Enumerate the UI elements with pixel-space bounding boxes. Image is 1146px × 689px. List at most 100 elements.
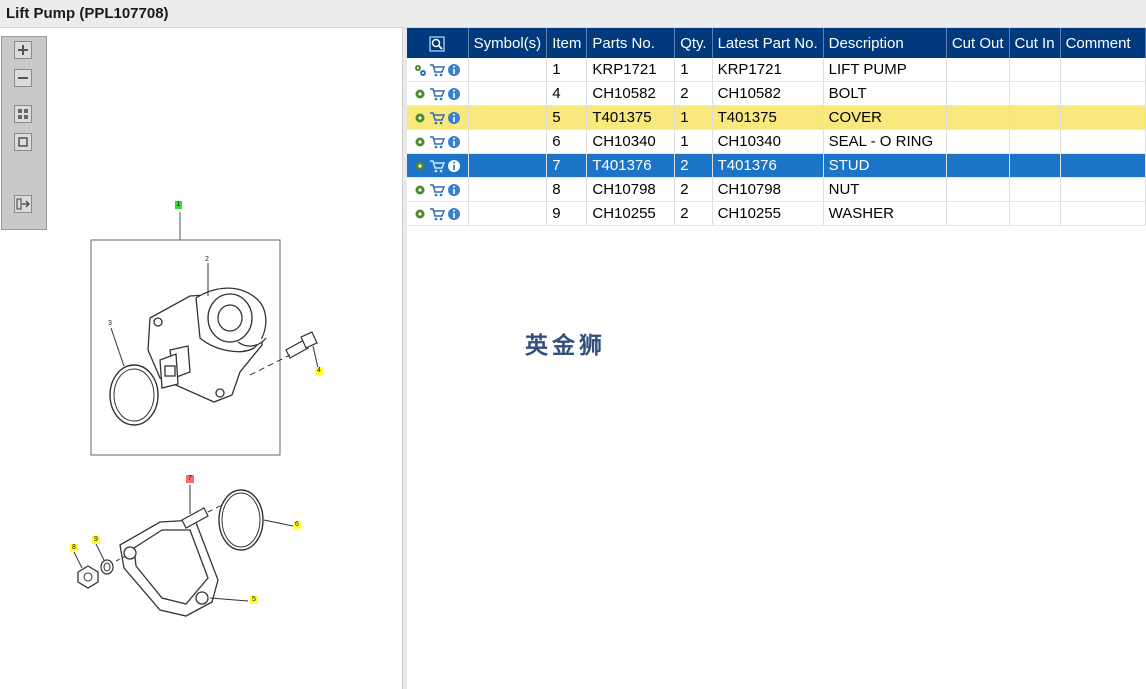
cart-icon[interactable] [429,87,445,101]
item-cell: 9 [546,201,588,226]
exploded-diagram[interactable] [0,28,402,689]
info-icon[interactable] [447,159,461,173]
table-header-row: Symbol(s) Item Parts No. Qty. Latest Par… [407,28,1146,58]
callout-3[interactable]: 3 [108,320,112,327]
cut-out-cell [946,58,1010,82]
square-icon [18,137,28,147]
comment-cell [1060,177,1146,202]
item-cell: 7 [546,153,588,178]
callout-1[interactable]: 1 [175,201,182,209]
gear-icon[interactable] [413,135,427,149]
column-header-comment[interactable]: Comment [1060,28,1146,58]
zoom-out-button[interactable] [14,69,32,87]
diagram-toolbar [1,36,47,230]
symbols-cell [468,105,548,130]
cut-in-cell [1009,129,1061,154]
latest-part-no-cell: T401375 [712,105,824,130]
search-icon [429,35,445,52]
export-button[interactable] [14,195,32,213]
callout-4[interactable]: 4 [315,367,323,375]
item-cell: 1 [546,58,588,82]
column-header-item[interactable]: Item [546,28,588,58]
comment-cell [1060,81,1146,106]
callout-5[interactable]: 5 [250,596,258,604]
row-actions [407,129,469,154]
row-actions [407,105,469,130]
cut-out-cell [946,201,1010,226]
description-cell: COVER [823,105,947,130]
grid-icon [18,109,28,119]
column-header-cut-out[interactable]: Cut Out [946,28,1010,58]
zoom-in-button[interactable] [14,41,32,59]
comment-cell [1060,153,1146,178]
gear-icon[interactable] [413,111,427,125]
info-icon[interactable] [447,87,461,101]
callout-8[interactable]: 8 [70,544,78,552]
column-header-description[interactable]: Description [823,28,947,58]
cart-icon[interactable] [429,111,445,125]
info-icon[interactable] [447,63,461,77]
column-header-qty[interactable]: Qty. [674,28,713,58]
parts-no-cell: CH10255 [586,201,676,226]
item-cell: 4 [546,81,588,106]
symbols-cell [468,177,548,202]
column-header-parts-no[interactable]: Parts No. [586,28,676,58]
latest-part-no-cell: T401376 [712,153,824,178]
qty-cell: 1 [674,58,713,82]
comment-cell [1060,105,1146,130]
column-header-latest-part-no[interactable]: Latest Part No. [712,28,824,58]
item-cell: 6 [546,129,588,154]
gear-icon[interactable] [413,183,427,197]
latest-part-no-cell: CH10798 [712,177,824,202]
title-bar: Lift Pump (PPL107708) [0,0,1146,28]
column-header-cut-in[interactable]: Cut In [1009,28,1061,58]
qty-cell: 2 [674,81,713,106]
qty-cell: 2 [674,177,713,202]
info-icon[interactable] [447,111,461,125]
callout-9[interactable]: 9 [92,536,100,544]
row-actions [407,177,469,202]
description-cell: NUT [823,177,947,202]
qty-cell: 2 [674,201,713,226]
plus-icon [18,45,28,55]
parts-no-cell: T401376 [586,153,676,178]
info-icon[interactable] [447,135,461,149]
info-icon[interactable] [447,207,461,221]
cut-in-cell [1009,201,1061,226]
info-icon[interactable] [447,183,461,197]
diagram-pane[interactable]: 1 2 3 4 5 6 7 8 9 [0,28,402,689]
minus-icon [18,77,28,79]
column-header-actions[interactable] [407,28,469,58]
description-cell: STUD [823,153,947,178]
cart-icon[interactable] [429,63,445,77]
column-header-symbols[interactable]: Symbol(s) [468,28,548,58]
fit-button[interactable] [14,105,32,123]
qty-cell: 1 [674,129,713,154]
latest-part-no-cell: CH10582 [712,81,824,106]
qty-cell: 1 [674,105,713,130]
callout-2[interactable]: 2 [205,256,209,263]
callout-7[interactable]: 7 [186,475,194,483]
cart-icon[interactable] [429,183,445,197]
cut-in-cell [1009,153,1061,178]
pane-splitter[interactable] [402,28,408,689]
actual-size-button[interactable] [14,133,32,151]
gear-icon[interactable] [413,207,427,221]
gear-icon[interactable] [413,63,427,77]
gear-icon[interactable] [413,159,427,173]
cart-icon[interactable] [429,159,445,173]
symbols-cell [468,58,548,82]
gear-icon[interactable] [413,87,427,101]
callout-6[interactable]: 6 [293,521,301,529]
parts-pane: Symbol(s) Item Parts No. Qty. Latest Par… [407,28,1146,689]
cart-icon[interactable] [429,135,445,149]
cart-icon[interactable] [429,207,445,221]
comment-cell [1060,201,1146,226]
